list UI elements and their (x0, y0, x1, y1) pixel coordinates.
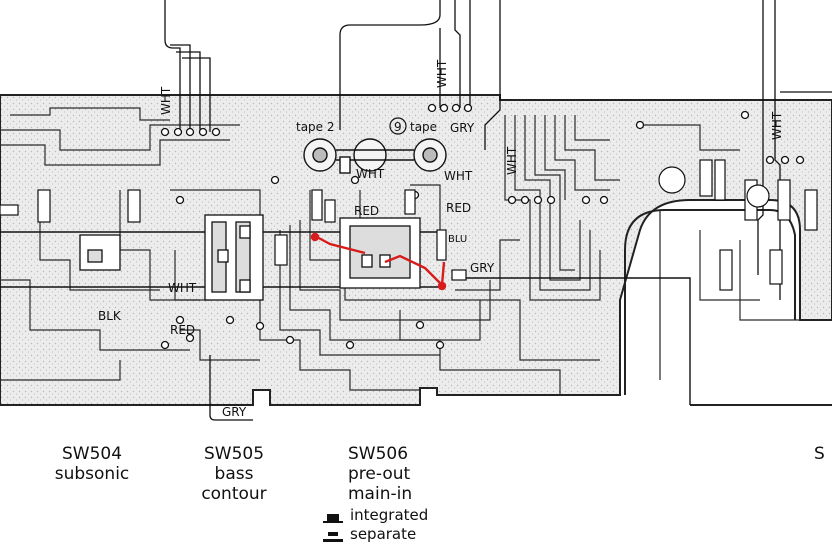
legend-separate-label: separate (350, 525, 417, 543)
wht-label-top-mid: WHT (435, 59, 449, 88)
gry-bottom-wire (209, 355, 253, 421)
sw-right-partial-id: S (814, 444, 825, 464)
tape-label: tape (410, 120, 437, 134)
wht-label-mid: WHT (356, 167, 385, 181)
tape2-label: tape 2 (296, 120, 335, 134)
gry-label-bottom: GRY (222, 405, 247, 419)
red-label-left: RED (170, 323, 195, 337)
red-label-mid: RED (354, 204, 379, 218)
sw506-id: SW506 (348, 444, 409, 464)
tape-number: 9 (394, 120, 402, 134)
components (0, 159, 818, 291)
switch-pressed-icon (322, 510, 344, 523)
board-traces (0, 107, 800, 395)
sw505-desc-2: contour (201, 484, 267, 504)
sw504-desc: subsonic (54, 464, 130, 484)
blk-label-left: BLK (98, 309, 122, 323)
wht-label-mid2: WHT (444, 169, 473, 183)
sw505-desc-1: bass (214, 464, 254, 484)
wht-label-far-right: WHT (770, 111, 784, 140)
wht-label-top-left: WHT (159, 86, 173, 115)
legend-row-integrated: integrated (322, 506, 428, 525)
wht-label-right: WHT (505, 146, 519, 175)
sw506-desc-1: pre-out (348, 464, 411, 484)
tape2-jack-right (353, 138, 387, 172)
jack-group (303, 138, 447, 174)
gry-label-right: GRY (470, 261, 495, 275)
sw505-id: SW505 (203, 444, 265, 464)
switch-released-icon (322, 529, 344, 542)
switch-blocks (79, 214, 421, 301)
wht-label-left-lower: WHT (168, 281, 197, 295)
switch-position-legend: integrated separate (322, 506, 428, 544)
external-wires (164, 0, 832, 300)
sw506-desc-2: main-in (348, 484, 413, 504)
wire-labels: WHT WHT WHT WHT WHT WHT WHT RED RED RED … (98, 59, 784, 419)
red-label-mid2: RED (446, 201, 471, 215)
legend-integrated-label: integrated (350, 506, 429, 524)
gry-label-top: GRY (450, 121, 475, 135)
sw506-caption: SW506 pre-out main-in (348, 444, 428, 504)
sw-right-partial-caption: S (814, 444, 832, 464)
sw504-caption: SW504 subsonic (52, 444, 132, 484)
tape-number-circle (389, 117, 407, 135)
blu-label-mid: BLU (448, 234, 467, 245)
sw505-caption: SW505 bass contour (194, 444, 274, 504)
sw504-id: SW504 (61, 444, 123, 464)
highlight-traces (310, 232, 447, 291)
legend-row-separate: separate (322, 525, 428, 544)
